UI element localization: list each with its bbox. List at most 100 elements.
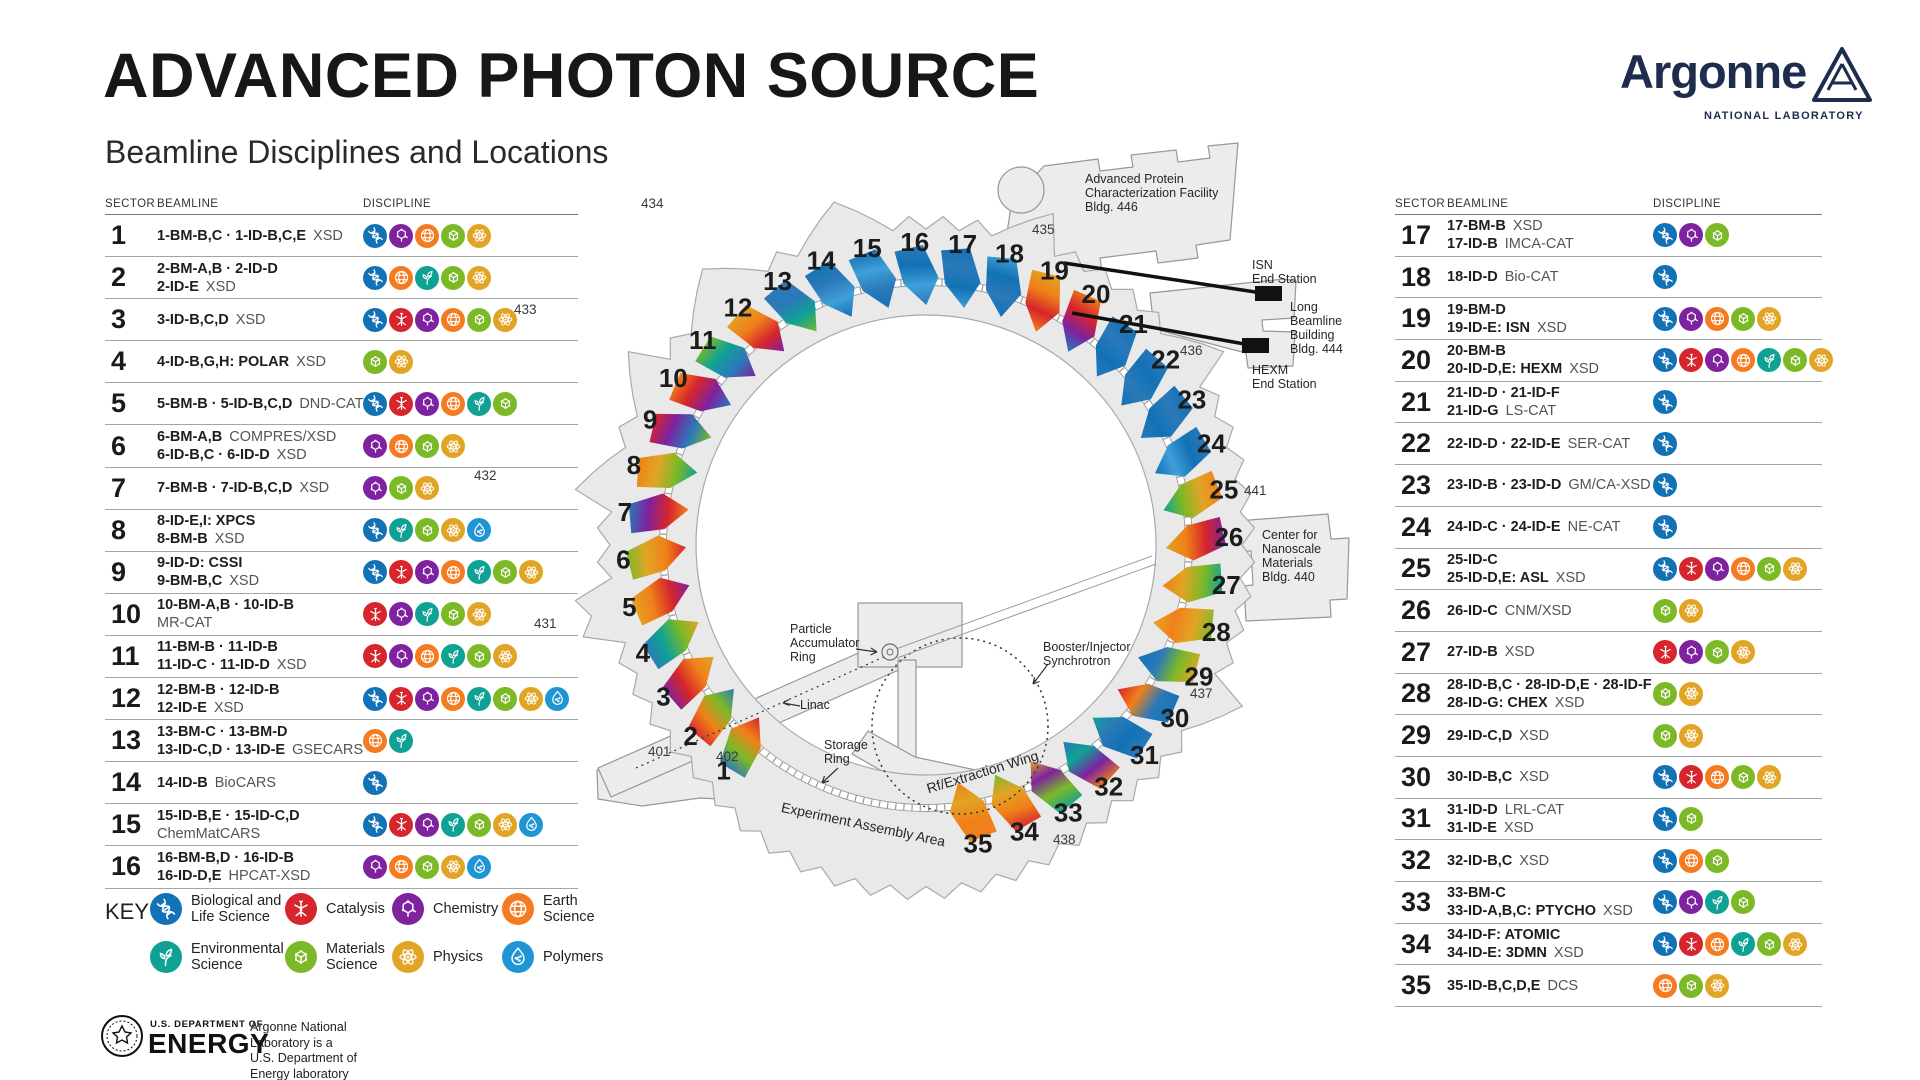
discipline-icon-mat xyxy=(467,644,491,669)
sector-number: 13 xyxy=(111,725,142,756)
discipline-icon-cat xyxy=(1679,348,1703,373)
footer: U.S. DEPARTMENT OF ENERGY Argonne Nation… xyxy=(100,1014,400,1080)
discipline-icon-chem xyxy=(1679,890,1703,915)
discipline-icons xyxy=(1653,431,1822,456)
discipline-icon-env xyxy=(389,518,413,543)
header-beamline: BEAMLINE xyxy=(157,198,219,210)
discipline-icons xyxy=(1653,598,1822,623)
discipline-icons xyxy=(1653,973,1822,998)
ring-sector-number-13: 13 xyxy=(763,266,792,296)
ring-sector-number-20: 20 xyxy=(1082,279,1111,309)
sector-number: 16 xyxy=(111,851,142,882)
discipline-icon-bio xyxy=(363,518,387,543)
discipline-icon-mat xyxy=(1783,348,1807,373)
discipline-icon-chem xyxy=(363,854,387,879)
discipline-icon-chem xyxy=(1679,223,1703,248)
discipline-icon-earth xyxy=(389,265,413,290)
discipline-icon-mat xyxy=(415,854,439,879)
sector-number: 5 xyxy=(111,388,127,419)
argonne-triangle-icon xyxy=(1810,44,1874,113)
discipline-icon-mat xyxy=(1757,556,1781,581)
discipline-icons xyxy=(1653,890,1822,915)
discipline-icon-chem xyxy=(1679,306,1703,331)
sector-number: 22 xyxy=(1401,428,1432,459)
discipline-icon-mat xyxy=(1705,223,1729,248)
discipline-icon-phys xyxy=(389,349,413,374)
ring-sector-number-26: 26 xyxy=(1214,522,1243,552)
discipline-icon-bio xyxy=(363,770,387,795)
ring-sector-number-22: 22 xyxy=(1151,345,1180,375)
discipline-icon-chem xyxy=(415,686,439,711)
header-discipline: DISCIPLINE xyxy=(363,198,431,210)
sector-number: 6 xyxy=(111,430,127,461)
discipline-icon-bio xyxy=(363,265,387,290)
discipline-icons xyxy=(1653,765,1822,790)
sector-number: 23 xyxy=(1401,469,1432,500)
discipline-icon-phys xyxy=(1783,932,1807,957)
discipline-icon-phys xyxy=(441,854,465,879)
discipline-icon-earth xyxy=(415,644,439,669)
doe-seal-icon xyxy=(101,1015,143,1057)
ring-sector-number-30: 30 xyxy=(1160,703,1189,733)
discipline-icon-phys xyxy=(415,476,439,501)
discipline-icon-chem xyxy=(363,434,387,459)
discipline-icons xyxy=(363,265,578,290)
label-cnm: Center for Nanoscale Materials Bldg. 440 xyxy=(1262,528,1322,584)
discipline-icon-phys xyxy=(1679,598,1703,623)
discipline-icons xyxy=(1653,640,1822,665)
discipline-icon-chem xyxy=(389,644,413,669)
label-storage-ring: Storage Ring xyxy=(824,738,868,766)
discipline-icon-phys xyxy=(441,434,465,459)
discipline-icon-phys xyxy=(1731,640,1755,665)
discipline-icon-earth xyxy=(415,223,439,248)
discipline-icon-bio xyxy=(1653,848,1677,873)
discipline-icon-bio xyxy=(363,391,387,416)
argonne-sublabel: NATIONAL LABORATORY xyxy=(1704,110,1864,122)
sector-number: 32 xyxy=(1401,845,1432,876)
discipline-icon-earth xyxy=(1705,932,1729,957)
ring-sector-number-31: 31 xyxy=(1130,740,1159,770)
ring-sector-number-9: 9 xyxy=(643,405,657,435)
discipline-icon-phys xyxy=(519,686,543,711)
discipline-icon-bio xyxy=(363,560,387,585)
label-hexm: HEXM End Station xyxy=(1252,363,1317,391)
discipline-icon-mat xyxy=(441,265,465,290)
key-item-phys: Physics xyxy=(392,941,483,973)
discipline-icon-cat xyxy=(389,307,413,332)
discipline-icons xyxy=(1653,348,1833,373)
sector-number: 10 xyxy=(111,598,142,629)
discipline-icon-bio xyxy=(1653,390,1677,415)
discipline-icon-phys xyxy=(1757,765,1781,790)
discipline-icon-env xyxy=(441,644,465,669)
discipline-icon-mat xyxy=(493,686,517,711)
ring-sector-number-35: 35 xyxy=(964,829,993,859)
discipline-icon-mat xyxy=(389,476,413,501)
discipline-icon-chem xyxy=(415,391,439,416)
discipline-icon-cat xyxy=(1679,765,1703,790)
label-apcf: Advanced Protein Characterization Facili… xyxy=(1085,172,1219,214)
discipline-icon-bio xyxy=(1653,890,1677,915)
discipline-icon-bio xyxy=(1653,806,1677,831)
ring-sector-number-7: 7 xyxy=(618,497,632,527)
